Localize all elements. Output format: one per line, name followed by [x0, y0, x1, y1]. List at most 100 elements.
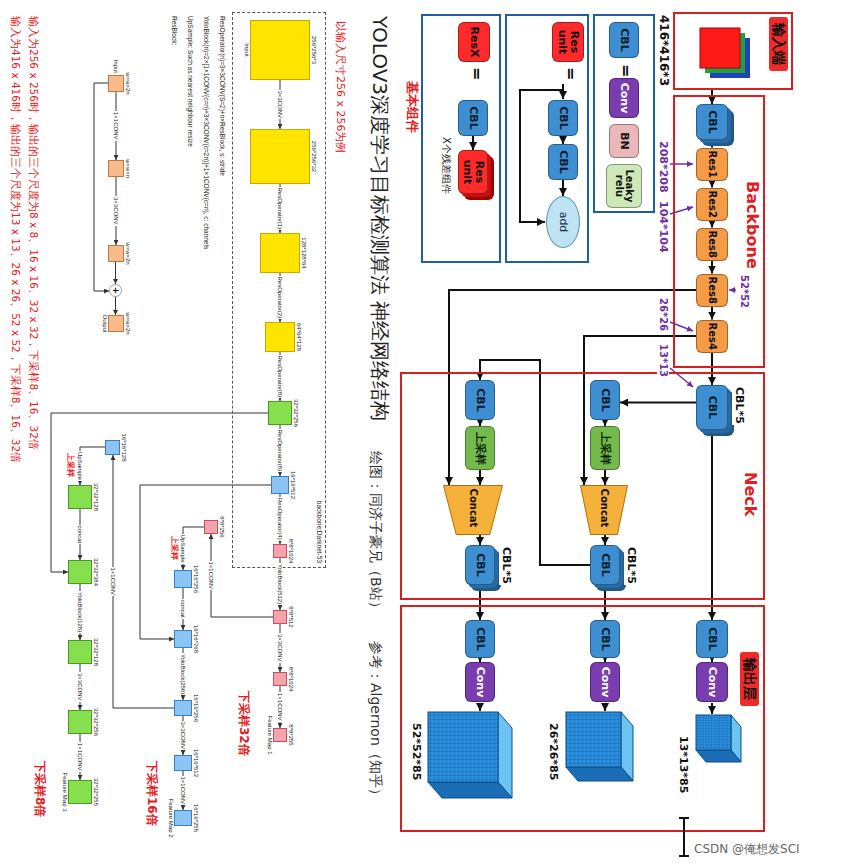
node-text: 256*256*3 — [310, 36, 317, 64]
edge-label: ResOperator(2) — [277, 276, 284, 320]
annotation: ResOperator(n)=3×3CONV(S=2)+n×ResBlock, … — [219, 15, 226, 177]
annotation: CBL*5 — [732, 386, 745, 425]
annotation: 输入为416 x 416时，输出的三个尺度为13 x 13、26 x 26、52… — [10, 15, 22, 464]
node-text: 输出层 — [740, 652, 759, 706]
process-box: Conv — [696, 662, 728, 702]
node-text: Concat — [599, 489, 610, 528]
process-box: CBL — [590, 545, 620, 585]
node-text: backbone:Darknet-53 — [315, 501, 322, 563]
edge-label: YoloBlock(128) — [77, 591, 84, 633]
cube-side — [566, 767, 633, 781]
annotation: 上采样 — [170, 535, 179, 561]
edge-label: 3×3CONV — [180, 721, 187, 751]
feature-block: 8*8*1024 — [273, 544, 287, 558]
process-box: ResX — [458, 22, 490, 62]
component-frame — [594, 15, 654, 212]
annotation: 13*13*85 — [676, 735, 689, 794]
annotation: = — [617, 63, 635, 78]
process-box: 上采样 — [590, 426, 620, 470]
connector — [604, 535, 606, 545]
annotation: 52*52*85 — [409, 722, 422, 781]
node-text: Conv — [599, 667, 611, 698]
annotation: CBL*5 — [499, 546, 512, 585]
feature-block: 32*32*128 — [68, 640, 92, 664]
cube-grid — [566, 712, 621, 767]
process-box: Res unit — [458, 150, 488, 194]
feature-block: 32*32*255Feature Map 3 — [68, 780, 92, 804]
node-text: 32*32*128 — [92, 638, 99, 666]
process-box: CBL — [590, 620, 620, 658]
node-text: 8*8*256 — [218, 516, 225, 537]
process-box: CBL — [548, 100, 578, 136]
output-arrow — [604, 703, 606, 711]
feature-block: w×w×n — [108, 160, 124, 177]
annotation: 26*26 — [658, 297, 670, 332]
node-text: 8*8*255 — [287, 724, 294, 745]
node-text: Res4 — [707, 323, 718, 350]
title: YOLOV3深度学习目标检测算法 神经网络结构 — [368, 15, 391, 422]
concat-trapezoid: Concat — [443, 485, 503, 535]
connector — [604, 585, 606, 620]
annotation: 104*104 — [656, 200, 669, 254]
edge-label: 1×1CONV — [113, 111, 120, 141]
feature-block: w×w×2nInput — [108, 75, 124, 92]
node-text: BN — [618, 132, 630, 150]
edge-label: YoloBlock(256) — [180, 653, 187, 695]
connector — [480, 360, 590, 565]
edge-label: 3×3CONV — [277, 633, 284, 663]
process-box: CBL — [590, 380, 620, 420]
node-text: ResX — [468, 27, 480, 58]
cube-front — [566, 712, 621, 767]
annotation: = — [468, 66, 486, 81]
node-text: 16*16*512 — [289, 471, 296, 499]
node-text: Neck — [741, 472, 758, 516]
node-text: CBL — [474, 627, 486, 650]
node-text: 16*16*256 — [192, 565, 199, 593]
connector — [562, 136, 564, 144]
edge-label: 1×1CONV — [180, 776, 187, 806]
node-text: Concat — [468, 489, 479, 528]
node-text: Feature Map 3 — [61, 772, 68, 811]
node-text: 32*32*384 — [92, 558, 99, 586]
trapezoid-shape — [581, 486, 628, 535]
node-text: + — [111, 287, 120, 295]
process-box: CBL — [465, 545, 495, 585]
annotation: 绘图：同济子豪兄（B站） — [368, 450, 384, 616]
process-box: CBL — [548, 144, 578, 180]
feature-block: 256*256*3Input — [250, 20, 310, 80]
trapezoid-shape — [444, 486, 503, 535]
annotation: 输入为256 x 256时，输出的三个尺度为8 x 8、16 x 16、32 x… — [28, 15, 40, 451]
edge-label: 1×1CONV — [110, 567, 117, 597]
node-text: CBL — [706, 110, 718, 133]
connector — [479, 470, 481, 485]
wire — [562, 84, 564, 99]
process-box: Res2 — [696, 188, 728, 221]
cube-grid — [428, 712, 498, 782]
process-box: Conv — [465, 662, 495, 702]
annotation: 上采样 — [66, 452, 75, 478]
node-text: 256*256*32 — [310, 141, 317, 172]
node-text: 16*16*255 — [192, 804, 199, 832]
node-text: 16*16*768 — [192, 625, 199, 653]
leader-line — [670, 368, 693, 387]
node-text: Feature Map 2 — [167, 798, 174, 837]
annotation: 208*208 — [656, 140, 669, 194]
process-box: Res1 — [696, 148, 728, 181]
connector — [711, 353, 713, 386]
feature-block: 16*16*256 — [174, 570, 192, 588]
node-text: 上采样 — [599, 432, 611, 465]
node-text: 32*32*256 — [292, 399, 299, 427]
connector — [80, 447, 105, 485]
connector — [472, 136, 474, 150]
region-frame: 输入端 — [673, 12, 793, 90]
edge-label: 3×3CONV — [277, 90, 284, 120]
connector — [479, 535, 481, 545]
annotation: 下采样8倍 — [32, 760, 46, 818]
node-text: CBL — [599, 388, 611, 411]
annotation: ResBlock: — [171, 15, 178, 46]
edge-label: 3×3CONV — [77, 672, 84, 702]
region-frame: BackboneCBLRes1Res2Res8Res8Res4 — [673, 95, 765, 368]
node-text: 64*64*128 — [295, 323, 302, 351]
feature-block: 8*8*512 — [273, 610, 287, 624]
